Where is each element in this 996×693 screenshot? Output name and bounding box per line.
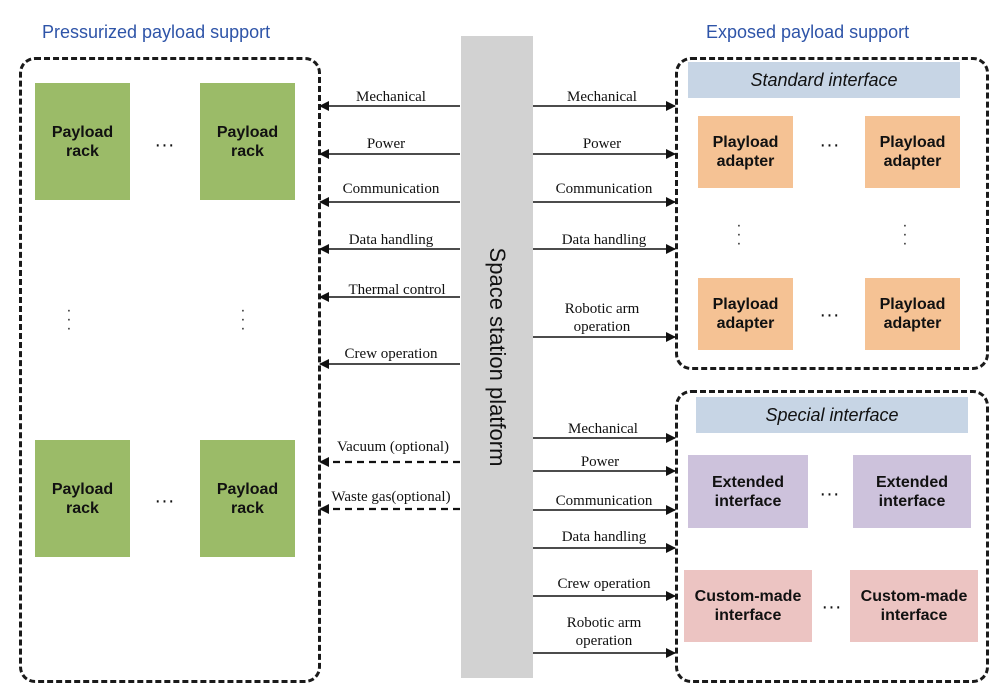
connection-label-power: Power — [366, 136, 406, 152]
space-station-platform — [461, 36, 533, 678]
connection-label-communication: Communication — [555, 493, 653, 509]
extended-interface-left: Extended interface — [688, 455, 808, 528]
connection-label-crew-operation: Crew operation — [557, 576, 651, 592]
connection-label-crew-operation: Crew operation — [344, 346, 438, 362]
ellipsis-horizontal: ··· — [819, 305, 841, 327]
special-interface-box — [675, 390, 989, 683]
connection-label-power: Power — [580, 454, 620, 470]
payload-rack-top-right: Payload rack — [200, 83, 295, 200]
connection-label-power: Power — [582, 136, 622, 152]
connection-label-mechanical: Mechanical — [567, 89, 637, 105]
connection-label-mechanical: Mechanical — [568, 421, 638, 437]
connection-label-data-handling: Data handling — [348, 232, 434, 248]
payload-rack-top-left: Payload rack — [35, 83, 130, 200]
payload-adapter-top-right: Playload adapter — [865, 116, 960, 188]
connection-label-mechanical: Mechanical — [356, 89, 426, 105]
connection-label-robotic-arm-operation: Robotic arm operation — [564, 301, 640, 335]
connection-label-data-handling: Data handling — [561, 232, 647, 248]
payload-adapter-bottom-right: Playload adapter — [865, 278, 960, 350]
standard-interface-box — [675, 57, 989, 370]
custom-made-interface-right: Custom-made interface — [850, 570, 978, 642]
pressurized-support-box — [19, 57, 321, 683]
payload-rack-bottom-left: Payload rack — [35, 440, 130, 557]
connection-label-data-handling: Data handling — [561, 529, 647, 545]
connection-label-thermal-control: Thermal control — [348, 282, 446, 298]
pressurized-section-title: Pressurized payload support — [42, 22, 271, 42]
connection-label-waste-gas: Waste gas(optional) — [331, 489, 451, 505]
ellipsis-vertical: ··· — [66, 304, 72, 338]
ellipsis-horizontal: ··· — [154, 491, 176, 513]
ellipsis-horizontal: ··· — [819, 135, 841, 157]
ellipsis-horizontal: ··· — [154, 135, 176, 157]
connection-label-communication: Communication — [342, 181, 440, 197]
connection-label-vacuum: Vacuum (optional) — [336, 439, 450, 455]
ellipsis-horizontal: ··· — [819, 484, 841, 506]
connection-label-robotic-arm-operation: Robotic arm operation — [566, 615, 642, 649]
payload-adapter-bottom-left: Playload adapter — [698, 278, 793, 350]
ellipsis-horizontal: ··· — [821, 597, 843, 619]
ellipsis-vertical: ··· — [240, 304, 246, 338]
custom-made-interface-left: Custom-made interface — [684, 570, 812, 642]
ellipsis-vertical: ··· — [736, 219, 742, 253]
exposed-section-title: Exposed payload support — [706, 22, 910, 42]
payload-rack-bottom-right: Payload rack — [200, 440, 295, 557]
standard-interface-header: Standard interface — [688, 62, 960, 98]
extended-interface-right: Extended interface — [853, 455, 971, 528]
ellipsis-vertical: ··· — [902, 219, 908, 253]
connection-label-communication: Communication — [555, 181, 653, 197]
special-interface-header: Special interface — [696, 397, 968, 433]
payload-adapter-top-left: Playload adapter — [698, 116, 793, 188]
